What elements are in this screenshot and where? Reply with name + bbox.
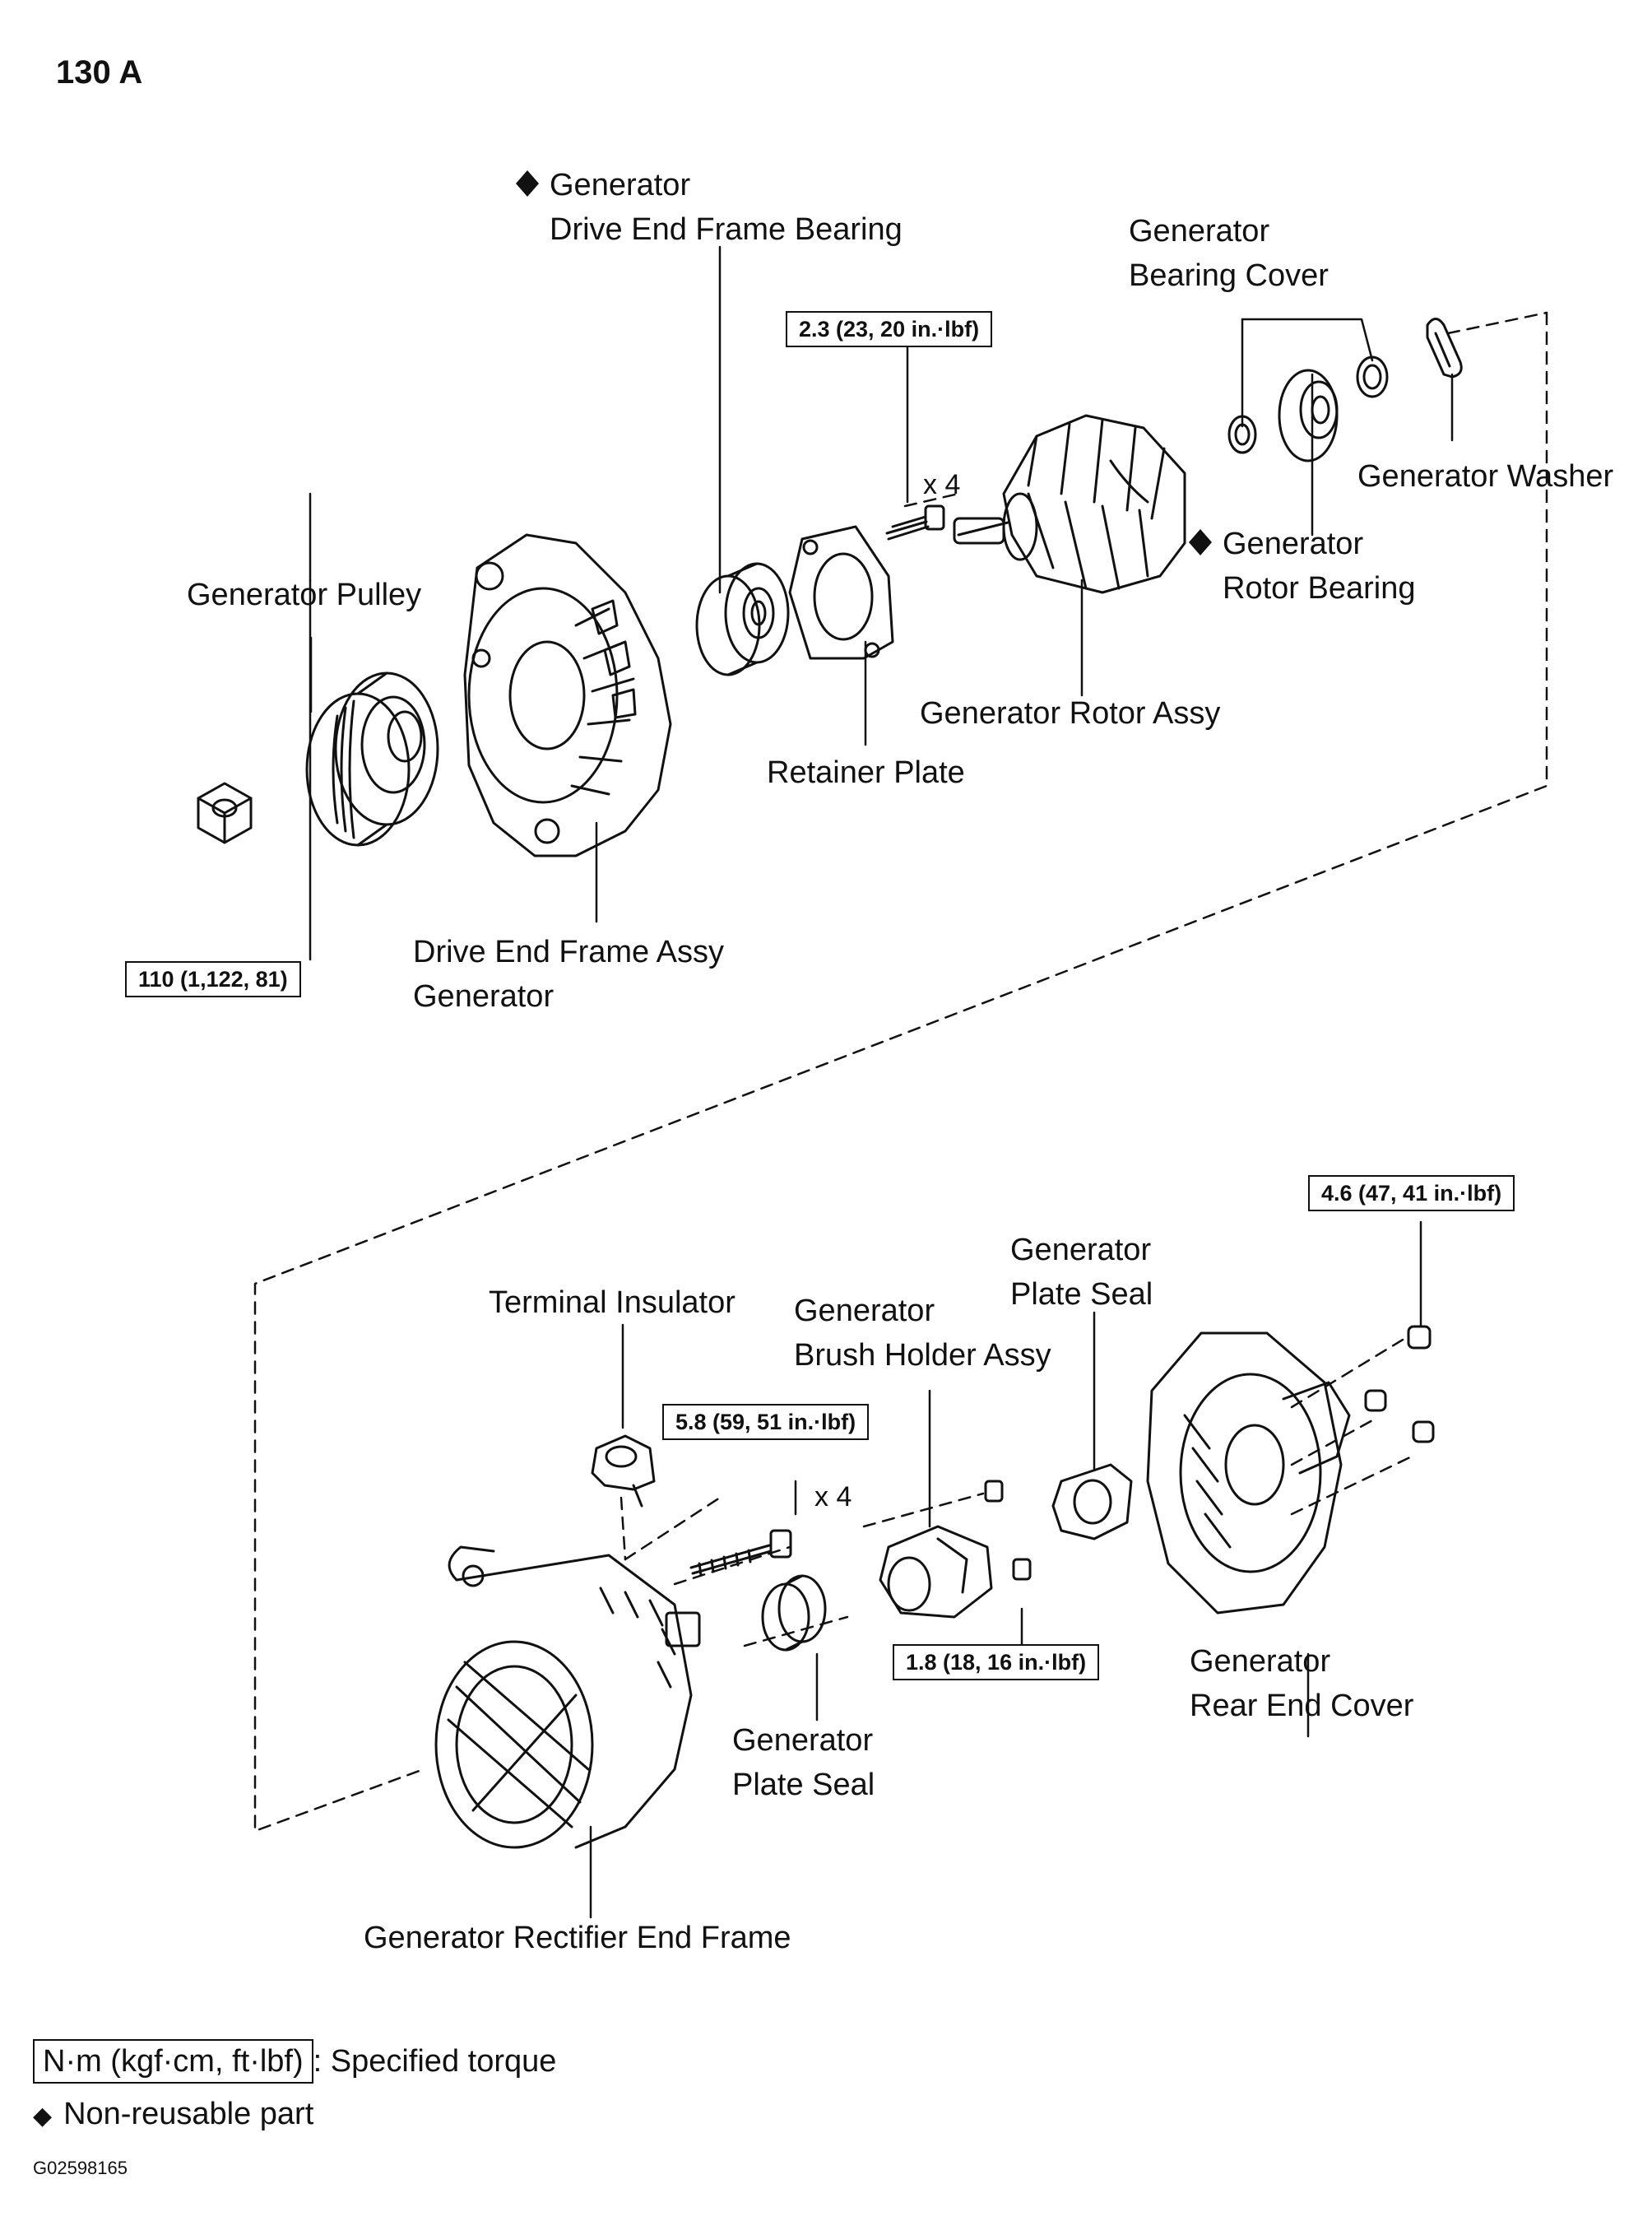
label-rear-end-cover-line1: Generator — [1190, 1644, 1331, 1679]
legend-torque-text: : Specified torque — [313, 2044, 557, 2079]
label-brush-holder-line2: Brush Holder Assy — [794, 1338, 1051, 1373]
label-drive-end-bearing-line2: Drive End Frame Bearing — [550, 212, 903, 247]
plate-seal-lower-shape — [761, 1574, 827, 1652]
figure-code: G02598165 — [33, 2158, 128, 2178]
brush-screws-shape — [984, 1480, 1032, 1581]
pulley-shape — [305, 671, 439, 847]
retainer-bolt-shape — [885, 504, 945, 541]
retainer-plate-shape — [788, 525, 894, 660]
label-washer: Generator Washer — [1357, 459, 1614, 494]
torque-rear-cover-nut: 4.6 (47, 41 in.·lbf) — [1308, 1175, 1515, 1211]
legend-nonreusable-text: Non-reusable part — [63, 2097, 314, 2131]
label-rotor-bearing-line2: Rotor Bearing — [1223, 571, 1416, 606]
legend-torque: N·m (kgf·cm, ft·lbf): Specified torque — [33, 2039, 556, 2084]
label-rotor-assy: Generator Rotor Assy — [920, 696, 1221, 731]
drive-end-bearing-shape — [695, 562, 790, 676]
label-plate-seal-lower-line1: Generator — [732, 1723, 874, 1758]
torque-through-bolt: 5.8 (59, 51 in.·lbf) — [662, 1404, 870, 1440]
label-drive-end-frame-line1: Drive End Frame Assy — [413, 935, 724, 969]
leader-lines — [309, 245, 1454, 1919]
rear-end-cover-shape — [1146, 1331, 1351, 1615]
label-plate-seal-upper-line1: Generator — [1010, 1233, 1152, 1267]
washer-shape — [1426, 318, 1463, 379]
rotor-bearing-shape — [1227, 355, 1389, 462]
label-bearing-cover-line1: Generator — [1129, 214, 1270, 249]
rotor-assy-shape — [953, 414, 1186, 594]
label-plate-seal-upper-line2: Plate Seal — [1010, 1277, 1153, 1312]
label-drive-end-frame-line2: Generator — [413, 979, 555, 1014]
label-drive-end-bearing-line1: Generator — [550, 168, 691, 202]
label-pulley: Generator Pulley — [187, 578, 422, 612]
through-bolt-shape — [689, 1529, 792, 1577]
label-retainer-plate: Retainer Plate — [767, 755, 965, 790]
drive-end-frame-shape — [463, 533, 672, 857]
nonreusable-marker-rotor-bearing-icon — [1189, 529, 1212, 555]
pulley-nut-shape — [197, 782, 253, 844]
rectifier-end-frame-shape — [434, 1545, 701, 1849]
diamond-markers — [516, 170, 1212, 555]
label-rectifier-end-frame: Generator Rectifier End Frame — [364, 1921, 791, 1955]
qty-retainer-bolts: x 4 — [923, 469, 961, 500]
label-plate-seal-lower-line2: Plate Seal — [732, 1768, 875, 1802]
page-title: 130 A — [56, 54, 143, 91]
rear-cover-nuts-shape — [1364, 1325, 1435, 1443]
qty-through-bolts: x 4 — [814, 1481, 852, 1512]
torque-pulley-nut: 110 (1,122, 81) — [125, 961, 301, 997]
label-rear-end-cover-line2: Rear End Cover — [1190, 1689, 1414, 1723]
label-rotor-bearing-line1: Generator — [1223, 527, 1364, 561]
torque-retainer-bolt: 2.3 (23, 20 in.·lbf) — [786, 311, 993, 347]
brush-holder-shape — [879, 1525, 993, 1619]
torque-brush-screw: 1.8 (18, 16 in.·lbf) — [893, 1644, 1100, 1680]
label-brush-holder-line1: Generator — [794, 1294, 935, 1328]
diamond-icon: ◆ — [33, 2103, 53, 2130]
plate-seal-upper-shape — [1051, 1463, 1133, 1540]
terminal-insulator-shape — [591, 1434, 656, 1508]
nonreusable-marker-drive-end-bearing-icon — [516, 170, 539, 197]
label-bearing-cover-line2: Bearing Cover — [1129, 258, 1329, 293]
legend-torque-unit-box: N·m (kgf·cm, ft·lbf) — [33, 2039, 313, 2084]
legend-nonreusable: ◆ Non-reusable part — [33, 2092, 313, 2139]
label-terminal-insulator: Terminal Insulator — [489, 1285, 736, 1320]
